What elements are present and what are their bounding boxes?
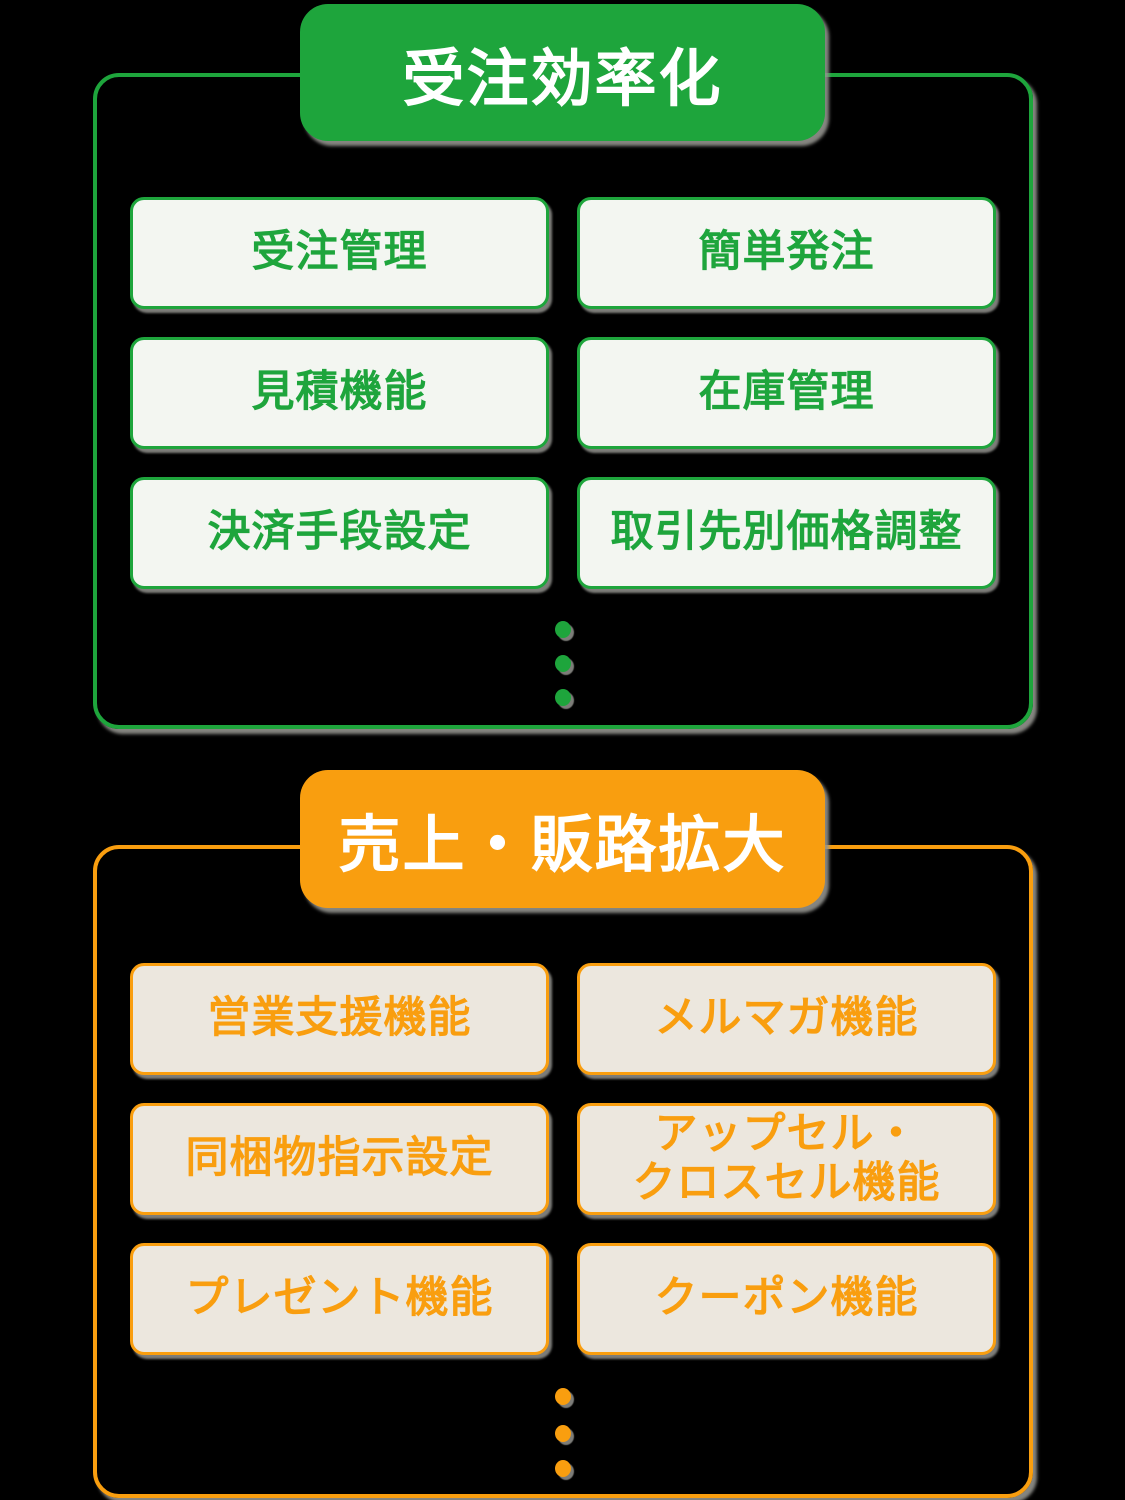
feature-box-inventory-management: 在庫管理 <box>577 337 996 449</box>
feature-box-easy-ordering: 簡単発注 <box>577 197 996 309</box>
feature-box-insert-settings: 同梱物指示設定 <box>130 1103 549 1215</box>
feature-label: 取引先別価格調整 <box>610 507 963 558</box>
ellipsis-dot <box>555 1425 571 1442</box>
feature-box-order-management: 受注管理 <box>130 197 549 309</box>
feature-box-present: プレゼント機能 <box>130 1243 549 1355</box>
feature-label: クーポン機能 <box>654 1273 919 1324</box>
ellipsis-dot <box>555 655 571 672</box>
feature-box-payment-settings: 決済手段設定 <box>130 477 549 589</box>
ellipsis-dot <box>555 621 571 638</box>
feature-label: 受注管理 <box>251 227 428 278</box>
feature-label: アップセル・ クロスセル機能 <box>632 1108 941 1208</box>
feature-label: 営業支援機能 <box>207 993 472 1044</box>
feature-box-upsell-crosssell: アップセル・ クロスセル機能 <box>577 1103 996 1215</box>
section-title-order-efficiency: 受注効率化 <box>402 41 723 115</box>
feature-box-coupon: クーポン機能 <box>577 1243 996 1355</box>
feature-label: 簡単発注 <box>698 227 875 278</box>
order-efficiency-grid: 受注管理 簡単発注 見積機能 在庫管理 決済手段設定 取引先別価格調整 <box>130 197 996 589</box>
ellipsis-dot <box>555 1460 571 1477</box>
feature-box-sales-support: 営業支援機能 <box>130 963 549 1075</box>
feature-box-client-pricing: 取引先別価格調整 <box>577 477 996 589</box>
ellipsis-dot <box>555 1388 571 1405</box>
order-efficiency-header: 受注効率化 <box>300 4 825 141</box>
feature-box-quote-function: 見積機能 <box>130 337 549 449</box>
feature-label: 在庫管理 <box>698 367 875 418</box>
feature-label: メルマガ機能 <box>654 993 919 1044</box>
sales-expansion-header: 売上・販路拡大 <box>300 770 825 908</box>
feature-label: プレゼント機能 <box>185 1273 494 1324</box>
feature-label: 決済手段設定 <box>207 507 472 558</box>
feature-label: 見積機能 <box>251 367 428 418</box>
section-title-sales-expansion: 売上・販路拡大 <box>338 808 787 881</box>
feature-box-newsletter: メルマガ機能 <box>577 963 996 1075</box>
feature-label: 同梱物指示設定 <box>185 1133 494 1184</box>
sales-expansion-grid: 営業支援機能 メルマガ機能 同梱物指示設定 アップセル・ クロスセル機能 プレゼ… <box>130 963 996 1355</box>
ellipsis-dot <box>555 689 571 706</box>
